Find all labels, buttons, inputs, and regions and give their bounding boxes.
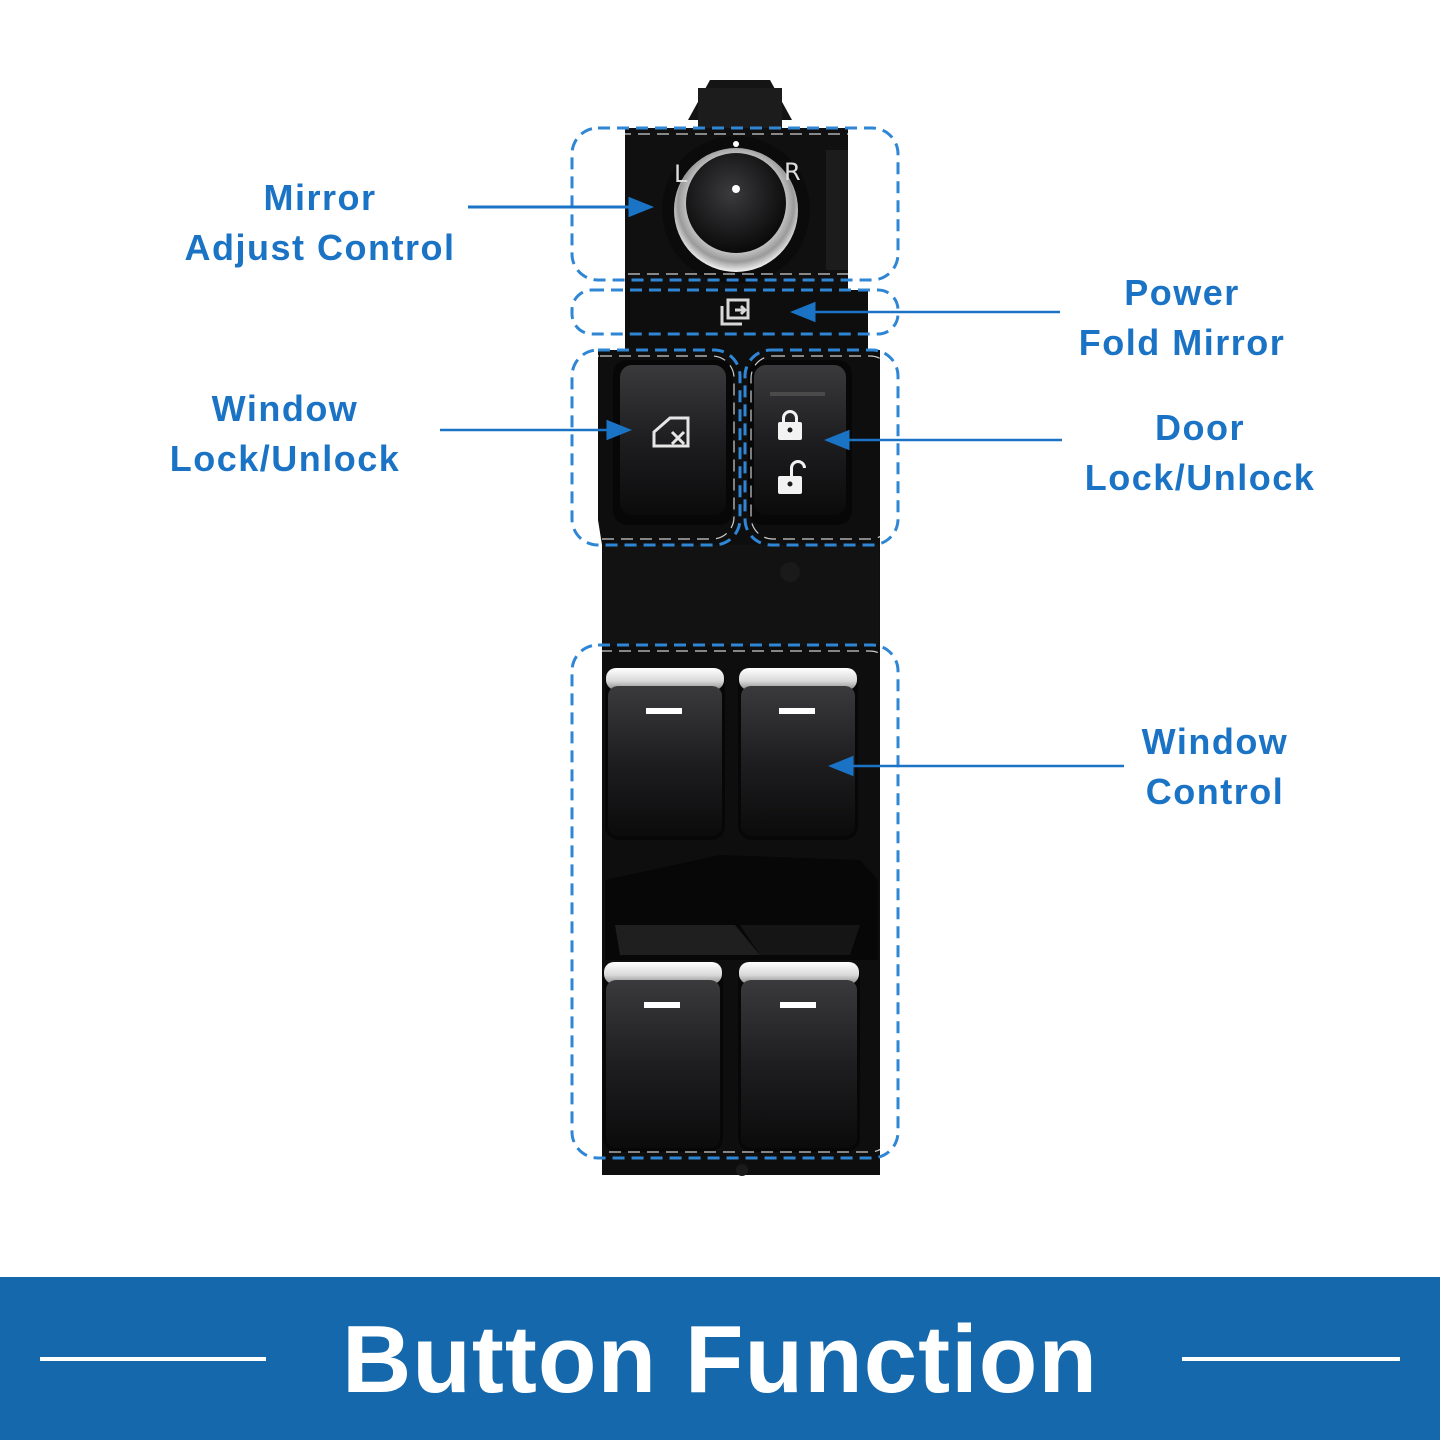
door-lock-button	[748, 360, 852, 525]
unlock-icon	[778, 460, 806, 494]
window-lock-button	[613, 360, 733, 525]
knob-right-mark: R	[784, 158, 801, 186]
knob-left-mark: L	[674, 160, 688, 188]
window-switch-front-left	[605, 668, 725, 840]
mirror-adjust-region	[570, 126, 900, 282]
label-power-fold: Power Fold Mirror	[1078, 272, 1286, 363]
banner-title: Button Function	[341, 1306, 1099, 1413]
title-banner: Button Function	[0, 1277, 1440, 1440]
label-window-lock: Window Lock/Unlock	[169, 388, 401, 479]
label-mirror-adjust: Mirror Adjust Control	[184, 177, 456, 268]
lock-icon	[778, 410, 802, 440]
door-lock-region	[743, 348, 900, 547]
label-door-lock: Door Lock/Unlock	[1084, 407, 1316, 498]
label-window-control: Window Control	[1141, 721, 1289, 812]
callout-arrows	[440, 196, 1124, 777]
window-lock-region	[570, 348, 742, 547]
banner-line-right	[1182, 1357, 1400, 1361]
window-switch-rear-left	[603, 962, 723, 1152]
window-switch-rear-right	[738, 962, 860, 1152]
window-lock-icon	[652, 416, 690, 448]
window-control-region	[570, 643, 900, 1160]
connector-tab	[688, 80, 792, 128]
fold-mirror-icon	[720, 298, 750, 326]
power-fold-region	[570, 288, 900, 336]
switch-panel-illustration: L R	[440, 80, 1124, 1176]
banner-line-left	[40, 1357, 266, 1361]
mirror-knob: L R	[662, 136, 810, 284]
window-switch-front-right	[738, 668, 858, 840]
